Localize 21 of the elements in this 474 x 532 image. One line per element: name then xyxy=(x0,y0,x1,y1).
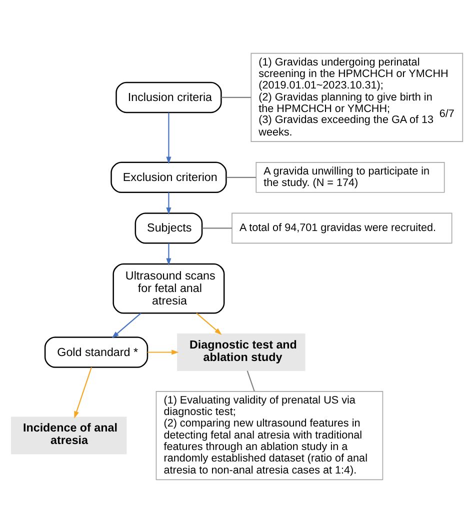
connector xyxy=(246,370,255,391)
arrow xyxy=(166,112,172,164)
node-box: Inclusion criteria xyxy=(116,81,222,113)
node-box: Gold standard * xyxy=(44,336,148,368)
node-box: A total of 94,701 gravidas were recruited. xyxy=(232,212,452,244)
connector xyxy=(221,96,251,98)
node-box: Subjects xyxy=(134,212,203,244)
arrow xyxy=(166,192,172,214)
arrow xyxy=(74,366,92,418)
node-box: Ultrasound scans for fetal anal atresia xyxy=(112,262,225,314)
connector xyxy=(226,176,256,178)
arrow xyxy=(148,349,179,354)
node-box: Incidence of anal atresia xyxy=(10,416,127,454)
arrow xyxy=(166,242,172,265)
node-box: Diagnostic test and ablation study xyxy=(177,333,306,370)
node-box: (1) Evaluating validity of prenatal US via diagnostic test; (2) comparing new ultrasound features in detecting fetal anal atresia with traditional features through an ablation study in a randomly established dataset (ratio of anal atresia to non-anal atresia cases at 1:4). xyxy=(156,390,384,480)
arrow xyxy=(112,312,142,338)
arrow xyxy=(196,312,222,334)
node-box: Exclusion criterion xyxy=(110,161,227,193)
connector xyxy=(202,227,232,228)
node-box: A gravida unwilling to participate in the study. (N = 174) xyxy=(256,162,445,192)
